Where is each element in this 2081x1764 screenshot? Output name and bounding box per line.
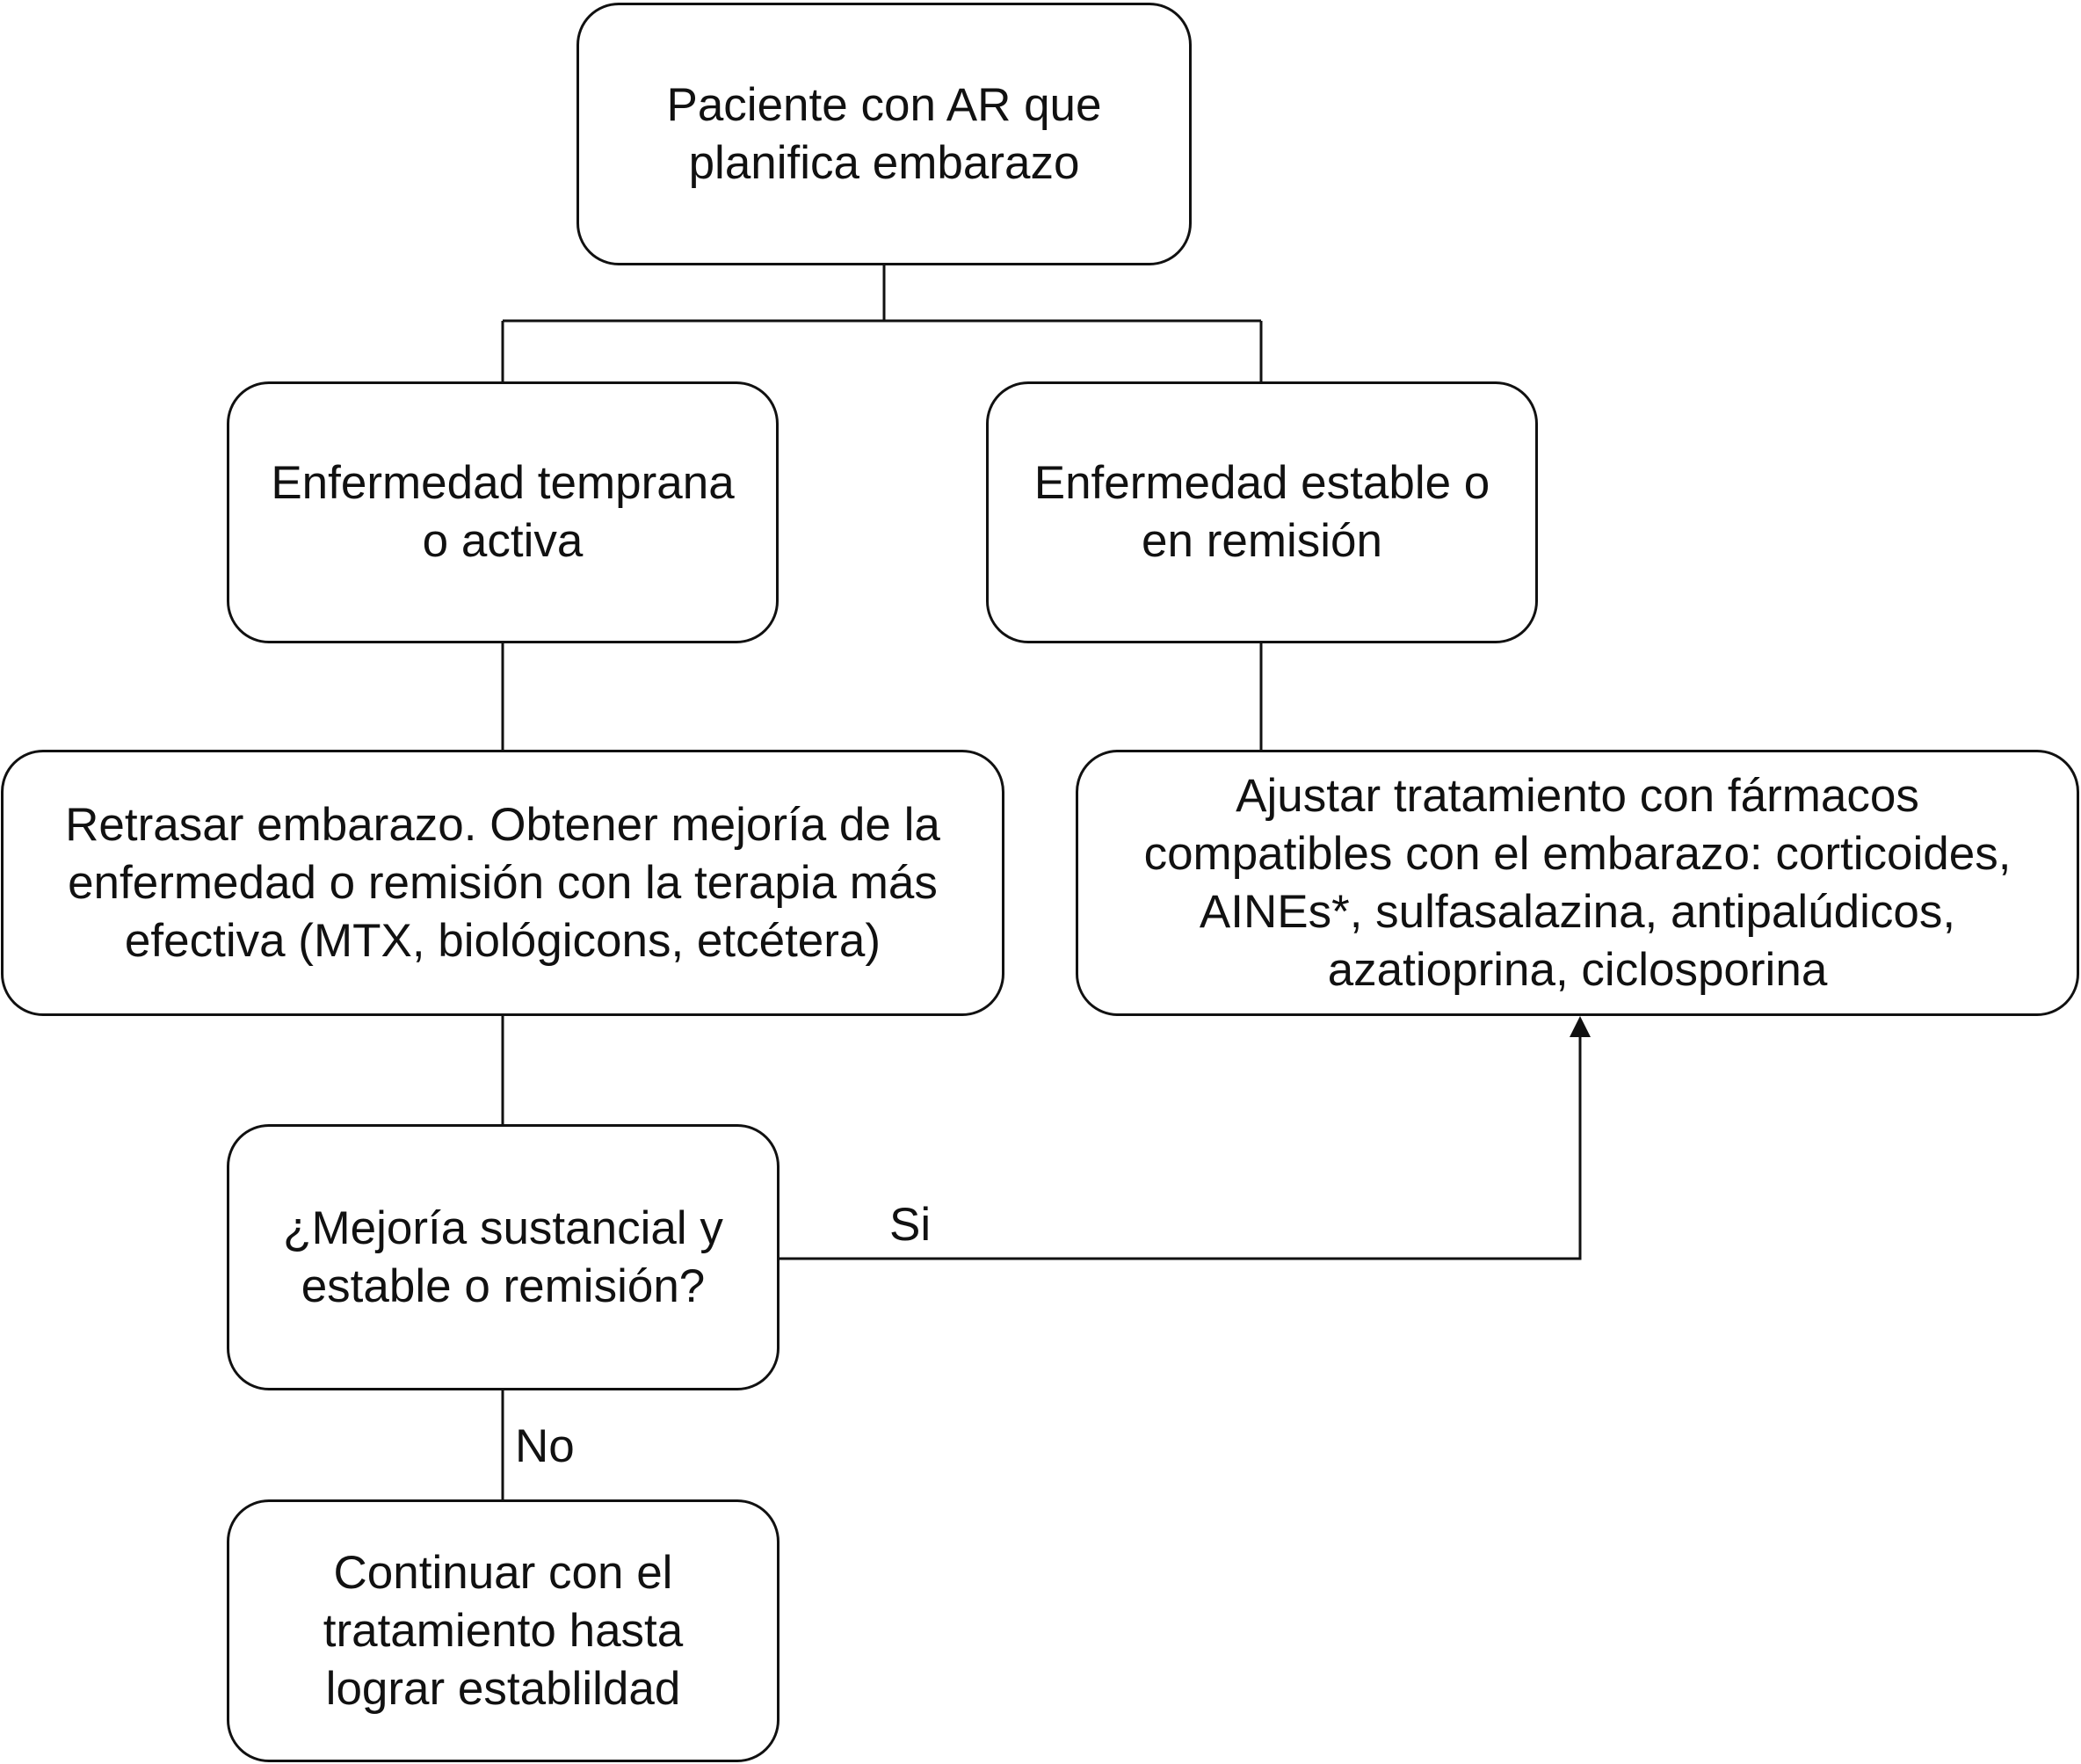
arrowhead-to-adjust <box>1570 1016 1591 1037</box>
node-patient-planning-pregnancy-text: Paciente con AR que planifica embarazo <box>666 78 1102 189</box>
node-adjust-treatment: Ajustar tratamiento con fármacos compati… <box>1076 750 2079 1016</box>
node-delay-pregnancy-text: Retrasar embarazo. Obtener mejoría de la… <box>65 798 940 967</box>
node-continue-treatment-text: Continuar con el tratamiento hasta logra… <box>323 1546 684 1715</box>
edge-label-no: No <box>515 1420 575 1472</box>
node-improvement-question-text: ¿Mejoría sustancial y estable o remisión… <box>283 1201 723 1312</box>
connector-start-to-branches <box>501 265 1263 381</box>
node-improvement-question: ¿Mejoría sustancial y estable o remisión… <box>227 1124 779 1390</box>
edge-label-yes: Si <box>889 1199 932 1251</box>
node-early-or-active-disease: Enfermedad temprana o activa <box>227 381 779 643</box>
node-early-or-active-disease-text: Enfermedad temprana o activa <box>271 457 735 567</box>
node-adjust-treatment-text: Ajustar tratamiento con fármacos compati… <box>1143 769 2012 996</box>
node-stable-or-remission-disease-text: Enfermedad estable o en remisión <box>1033 457 1490 567</box>
node-stable-or-remission-disease: Enfermedad estable o en remisión <box>986 381 1538 643</box>
node-continue-treatment: Continuar con el tratamiento hasta logra… <box>227 1499 779 1762</box>
node-delay-pregnancy: Retrasar embarazo. Obtener mejoría de la… <box>1 750 1004 1016</box>
node-patient-planning-pregnancy: Paciente con AR que planifica embarazo <box>576 3 1192 265</box>
connector-question-to-adjust-yes <box>779 1035 1582 1260</box>
